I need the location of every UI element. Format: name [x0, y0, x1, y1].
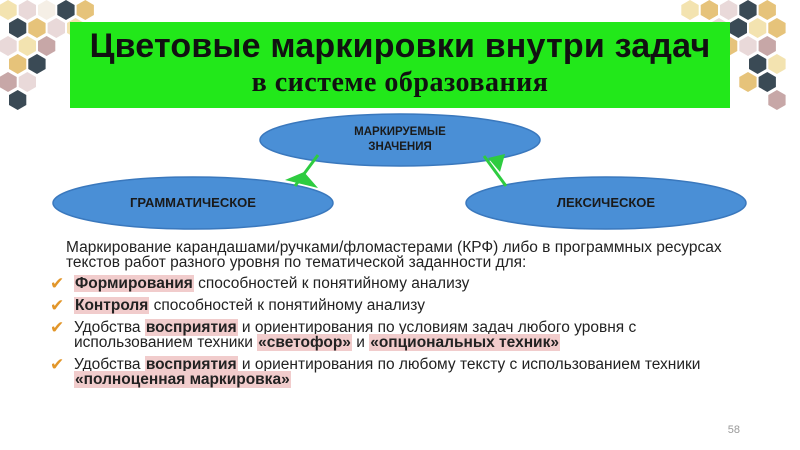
list-item-text: Удобства [74, 319, 145, 336]
checkmark-icon: ✔ [50, 274, 65, 293]
hexagon-shape [76, 0, 94, 20]
bullet-list: ✔ Формирования способностей к понятийном… [48, 274, 748, 388]
list-item-text: и [351, 334, 370, 351]
left-ellipse [52, 176, 334, 230]
hexagon-shape [720, 0, 738, 20]
hexagon-shape [9, 90, 27, 110]
hexagon-shape [47, 18, 65, 38]
hexagon-shape [768, 54, 786, 74]
intro-text: Маркирование карандашами/ручками/фломаст… [66, 239, 722, 271]
list-item: ✔ Удобства восприятия и ориентирования п… [48, 355, 748, 388]
list-item-text: способностей к понятийному анализу [149, 297, 425, 314]
hexagon-shape [0, 72, 17, 92]
root-ellipse [259, 113, 541, 167]
hexagon-shape [739, 72, 757, 92]
checkmark-icon: ✔ [50, 296, 65, 315]
hexagon-shape [768, 90, 786, 110]
highlight-term: восприятия [144, 319, 238, 336]
highlight-term: «опциональных техник» [369, 334, 560, 351]
hexagon-shape [9, 54, 27, 74]
list-item: ✔ Формирования способностей к понятийном… [48, 274, 748, 293]
right-label: ЛЕКСИЧЕСКОЕ [556, 195, 656, 210]
list-item-text: Удобства [74, 356, 145, 373]
root-label: МАРКИРУЕМЫЕ ЗНАЧЕНИЯ [354, 126, 446, 153]
content-block: Маркирование карандашами/ручками/фломаст… [48, 240, 748, 394]
hexagon-shape [28, 18, 46, 38]
hexagon-shape [0, 36, 17, 56]
hexagon-shape [749, 18, 767, 38]
hexagon-shape [38, 0, 56, 20]
hexagon-shape [758, 72, 776, 92]
highlight-term: «светофор» [257, 334, 352, 351]
hexagon-shape [739, 0, 757, 20]
list-item-text: способностей к понятийному анализу [193, 275, 470, 292]
hexagon-shape [758, 0, 776, 20]
list-item-text: и ориентирования по условиям задач любог… [74, 319, 637, 351]
list-item: ✔ Контроля способностей к понятийному ан… [48, 296, 748, 315]
hexagon-shape [729, 18, 747, 38]
hexagon-shape [38, 36, 56, 56]
highlight-term: восприятия [144, 356, 238, 373]
highlight-term: «полноценная маркировка» [74, 371, 291, 388]
hexagon-shape [9, 18, 27, 38]
hexagon-shape [18, 72, 36, 92]
hexagon-shape [739, 36, 757, 56]
right-ellipse [465, 176, 747, 230]
list-item: ✔ Удобства восприятия и ориентирования п… [48, 318, 748, 351]
arrow-right [482, 154, 508, 187]
hexagon-shape [0, 0, 17, 20]
slide-title: Цветовые маркировки внутри задач [89, 27, 711, 65]
arrow-left [285, 154, 320, 188]
hexagon-shape [18, 36, 36, 56]
hexagon-shape [700, 0, 718, 20]
list-item-text: и ориентирования по любому тексту с испо… [237, 356, 701, 373]
highlight-term: Формирования [74, 275, 194, 292]
slide-subtitle: в системе образования [251, 67, 549, 98]
title-banner: Цветовые маркировки внутри задач в систе… [70, 22, 730, 108]
checkmark-icon: ✔ [50, 318, 65, 337]
hexagon-shape [681, 0, 699, 20]
highlight-term: Контроля [74, 297, 150, 314]
hexagon-shape [768, 18, 786, 38]
hexagon-shape [57, 0, 75, 20]
hexagon-shape [28, 54, 46, 74]
hexagon-shape [758, 36, 776, 56]
checkmark-icon: ✔ [50, 355, 65, 374]
hexagon-shape [18, 0, 36, 20]
page-number: 58 [727, 424, 740, 436]
hexagon-shape [749, 54, 767, 74]
left-label: ГРАММАТИЧЕСКОЕ [130, 195, 256, 210]
